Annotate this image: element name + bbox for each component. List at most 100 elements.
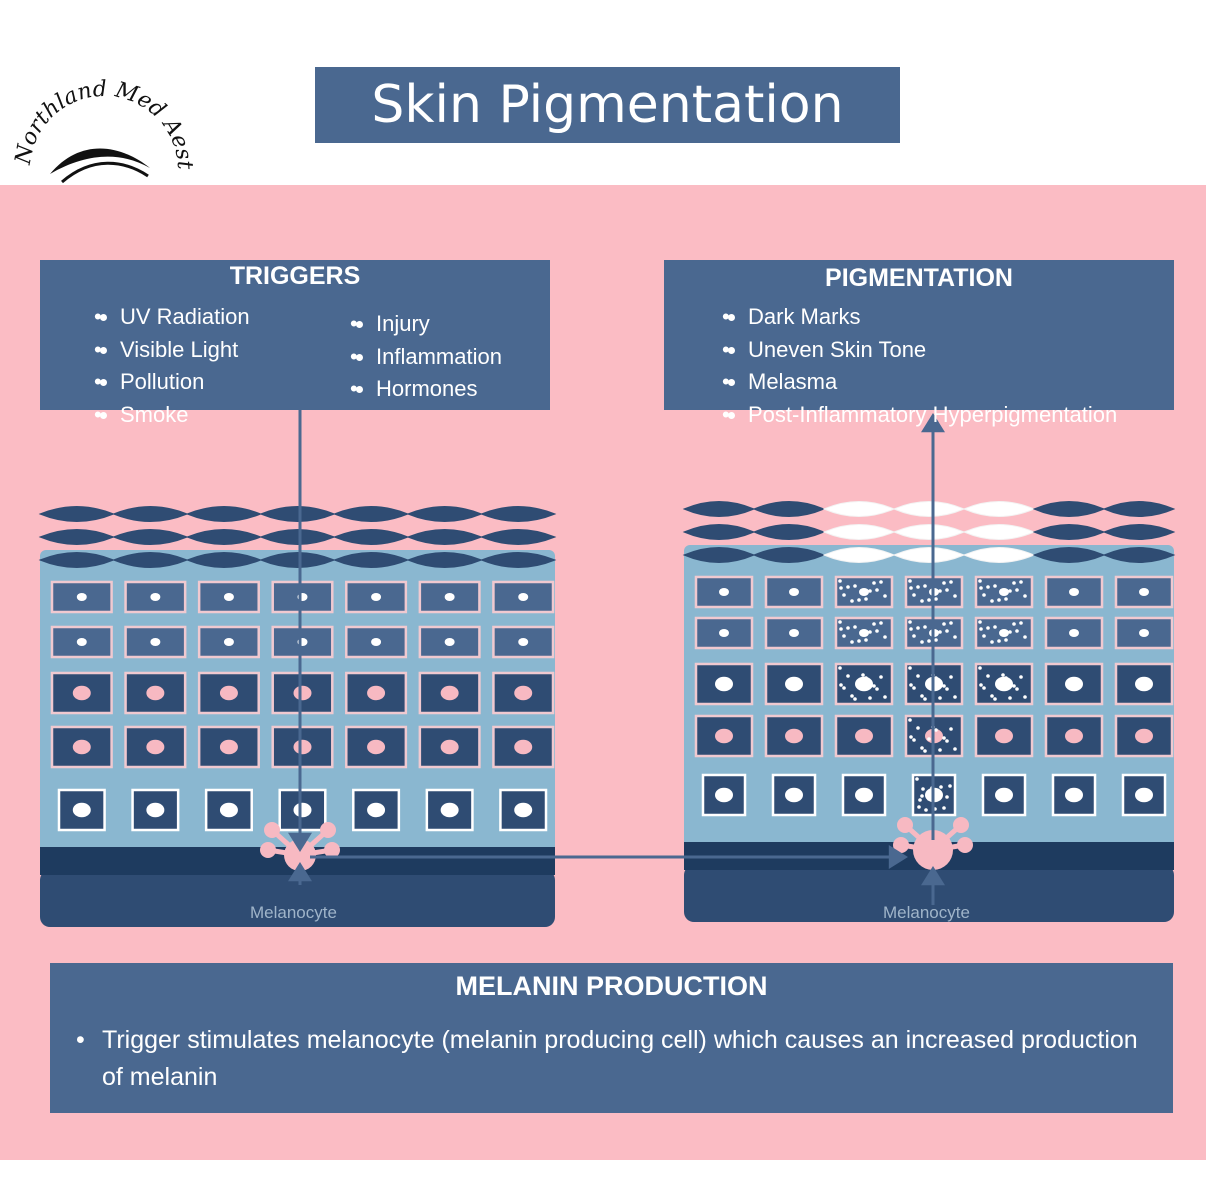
melanin-granule (942, 806, 946, 810)
melanin-granule (868, 589, 872, 593)
melanin-granule (938, 748, 942, 752)
melanin-granule (839, 586, 843, 590)
cell-nucleus (150, 593, 161, 601)
cell-nucleus (514, 802, 533, 818)
cell-nucleus (440, 685, 459, 701)
melanin-granule (909, 683, 913, 687)
melanin-granule (953, 594, 957, 598)
cell-nucleus (1135, 676, 1153, 692)
cell-nucleus (785, 728, 803, 744)
melanin-granule (917, 805, 921, 809)
cell-nucleus (789, 629, 799, 637)
melanin-granule (908, 579, 912, 583)
cell-nucleus (223, 638, 234, 646)
melanin-granule (920, 794, 924, 798)
melanin-granule (1019, 580, 1023, 584)
melanin-granule (920, 694, 924, 698)
melanin-granule (839, 683, 843, 687)
melanin-granule (912, 686, 916, 690)
cell-nucleus (219, 739, 238, 755)
corneum-cell (480, 552, 557, 568)
melanin-granule (949, 621, 953, 625)
corneum-cell (185, 506, 263, 522)
trigger-item: Smoke (120, 399, 250, 432)
melanin-granule (934, 638, 938, 642)
corneum-cell (406, 506, 483, 522)
melanin-granule (842, 634, 846, 638)
melanin-granule (864, 638, 868, 642)
melanin-granule (846, 585, 850, 589)
cell-nucleus (444, 593, 455, 601)
melanin-granule (868, 630, 872, 634)
cell-nucleus (514, 685, 533, 701)
melanocyte-dendrite-tip (893, 837, 909, 853)
melanin-granule (942, 736, 946, 740)
melanin-granule (1015, 588, 1019, 592)
cell-nucleus (146, 739, 165, 755)
trigger-item: Hormones (376, 373, 502, 406)
cell-nucleus (1069, 588, 1079, 596)
melanin-description: Trigger stimulates melanocyte (melanin p… (76, 1022, 1142, 1096)
cell-nucleus (1135, 787, 1153, 803)
melanin-granule (920, 746, 924, 750)
cell-nucleus (72, 739, 91, 755)
skin-cell (278, 788, 327, 832)
cell-nucleus (72, 802, 91, 818)
melanin-granule (908, 718, 912, 722)
corneum-cell (892, 524, 966, 540)
melanin-granule (923, 584, 927, 588)
melanin-granule (853, 584, 857, 588)
melanin-granule (1004, 597, 1008, 601)
cell-nucleus (1135, 728, 1153, 744)
melanocyte-dendrite-tip (957, 837, 973, 853)
melanin-granule (879, 580, 883, 584)
cell-nucleus (146, 685, 165, 701)
melanin-granule (909, 735, 913, 739)
melanin-granule (916, 585, 920, 589)
cell-nucleus (367, 685, 386, 701)
melanin-granule (918, 798, 922, 802)
cell-nucleus (855, 787, 873, 803)
corneum-cell (962, 501, 1036, 517)
melanin-granule (875, 588, 879, 592)
trigger-item: Visible Light (120, 334, 250, 367)
cell-nucleus (150, 638, 161, 646)
pigmentation-list: Dark Marks Uneven Skin Tone Melasma Post… (708, 301, 1117, 431)
melanin-granule (938, 696, 942, 700)
melanin-granule (872, 581, 876, 585)
cell-nucleus (715, 728, 733, 744)
trigger-item: Inflammation (376, 341, 502, 374)
corneum-cell (682, 524, 756, 540)
melanin-granule (1023, 695, 1027, 699)
corneum-cell (259, 506, 336, 522)
melanin-granule (923, 749, 927, 753)
melanin-granule (839, 627, 843, 631)
melanin-granule (838, 666, 842, 670)
skin-layer-normal (38, 506, 557, 927)
melanin-granule (908, 666, 912, 670)
cell-nucleus (785, 787, 803, 803)
melanin-granule (920, 640, 924, 644)
melanin-granule (945, 739, 949, 743)
melanin-granule (1012, 581, 1016, 585)
melanin-granule (1008, 630, 1012, 634)
melanin-granule (942, 622, 946, 626)
cell-nucleus (219, 685, 238, 701)
cell-nucleus (219, 802, 238, 818)
melanin-granule (842, 686, 846, 690)
skin-cell (492, 625, 555, 659)
brand-logo: Northland Med Aesthetics (3, 21, 200, 190)
corneum-cell (682, 501, 756, 517)
melanin-granule (920, 599, 924, 603)
melanin-granule (993, 625, 997, 629)
cell-nucleus (518, 638, 529, 646)
melanin-granule (912, 593, 916, 597)
cell-nucleus (518, 593, 529, 601)
corneum-cell (822, 501, 896, 517)
pigmentation-item: Post-Inflammatory Hyperpigmentation (748, 399, 1117, 432)
melanin-granule (979, 683, 983, 687)
melanin-granule (990, 599, 994, 603)
cell-nucleus (293, 802, 312, 818)
trigger-item: Injury (376, 308, 502, 341)
pigmentation-item: Melasma (748, 366, 1117, 399)
